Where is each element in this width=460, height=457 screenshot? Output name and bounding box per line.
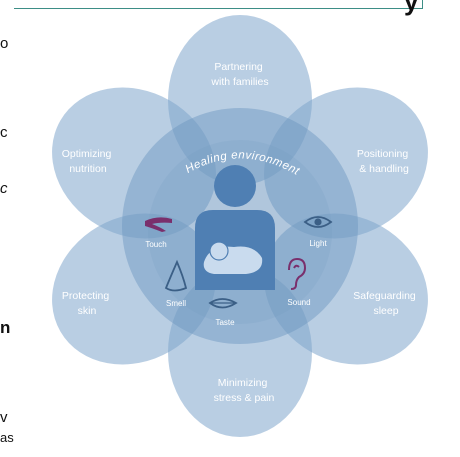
- edge-fragment-left-4: n: [0, 318, 11, 337]
- ear-icon: [288, 257, 307, 290]
- petal-label-upper-left: Optimizing nutrition: [62, 148, 115, 175]
- eye-icon: [303, 216, 333, 228]
- petal-upper-left: [52, 87, 216, 239]
- petal-lower-left: [52, 213, 216, 365]
- sense-label-touch: Touch: [145, 240, 166, 249]
- edge-fragment-top-right: y: [404, 0, 419, 16]
- nose-icon: [164, 259, 188, 292]
- sense-label-smell: Smell: [166, 299, 186, 308]
- petal-label-upper-right: Positioning & handling: [357, 148, 411, 175]
- petal-label-top: Partnering with families: [210, 61, 268, 88]
- edge-fragment-left-1: o: [0, 35, 9, 52]
- petal-upper-right: [264, 87, 428, 239]
- edge-fragment-left-2: c: [0, 124, 8, 141]
- hand-icon: [145, 217, 172, 232]
- petal-label-bottom: Minimizing stress & pain: [214, 377, 275, 404]
- top-border-frame: [14, 0, 423, 9]
- parent-baby-figure: [195, 165, 275, 290]
- edge-fragment-bottom-2: as: [0, 430, 14, 445]
- sense-label-sound: Sound: [287, 298, 310, 307]
- sense-label-light: Light: [309, 239, 327, 248]
- lips-icon: [208, 298, 238, 309]
- baby-head: [209, 241, 229, 261]
- edge-fragment-left-3: c: [0, 180, 8, 197]
- petals-layer: [52, 15, 428, 437]
- parent-head: [214, 165, 256, 207]
- petal-label-lower-right: Safeguarding sleep: [353, 290, 418, 317]
- petal-label-lower-left: Protecting skin: [62, 290, 112, 317]
- sense-label-taste: Taste: [215, 318, 235, 327]
- edge-fragment-bottom-1: v: [0, 409, 8, 426]
